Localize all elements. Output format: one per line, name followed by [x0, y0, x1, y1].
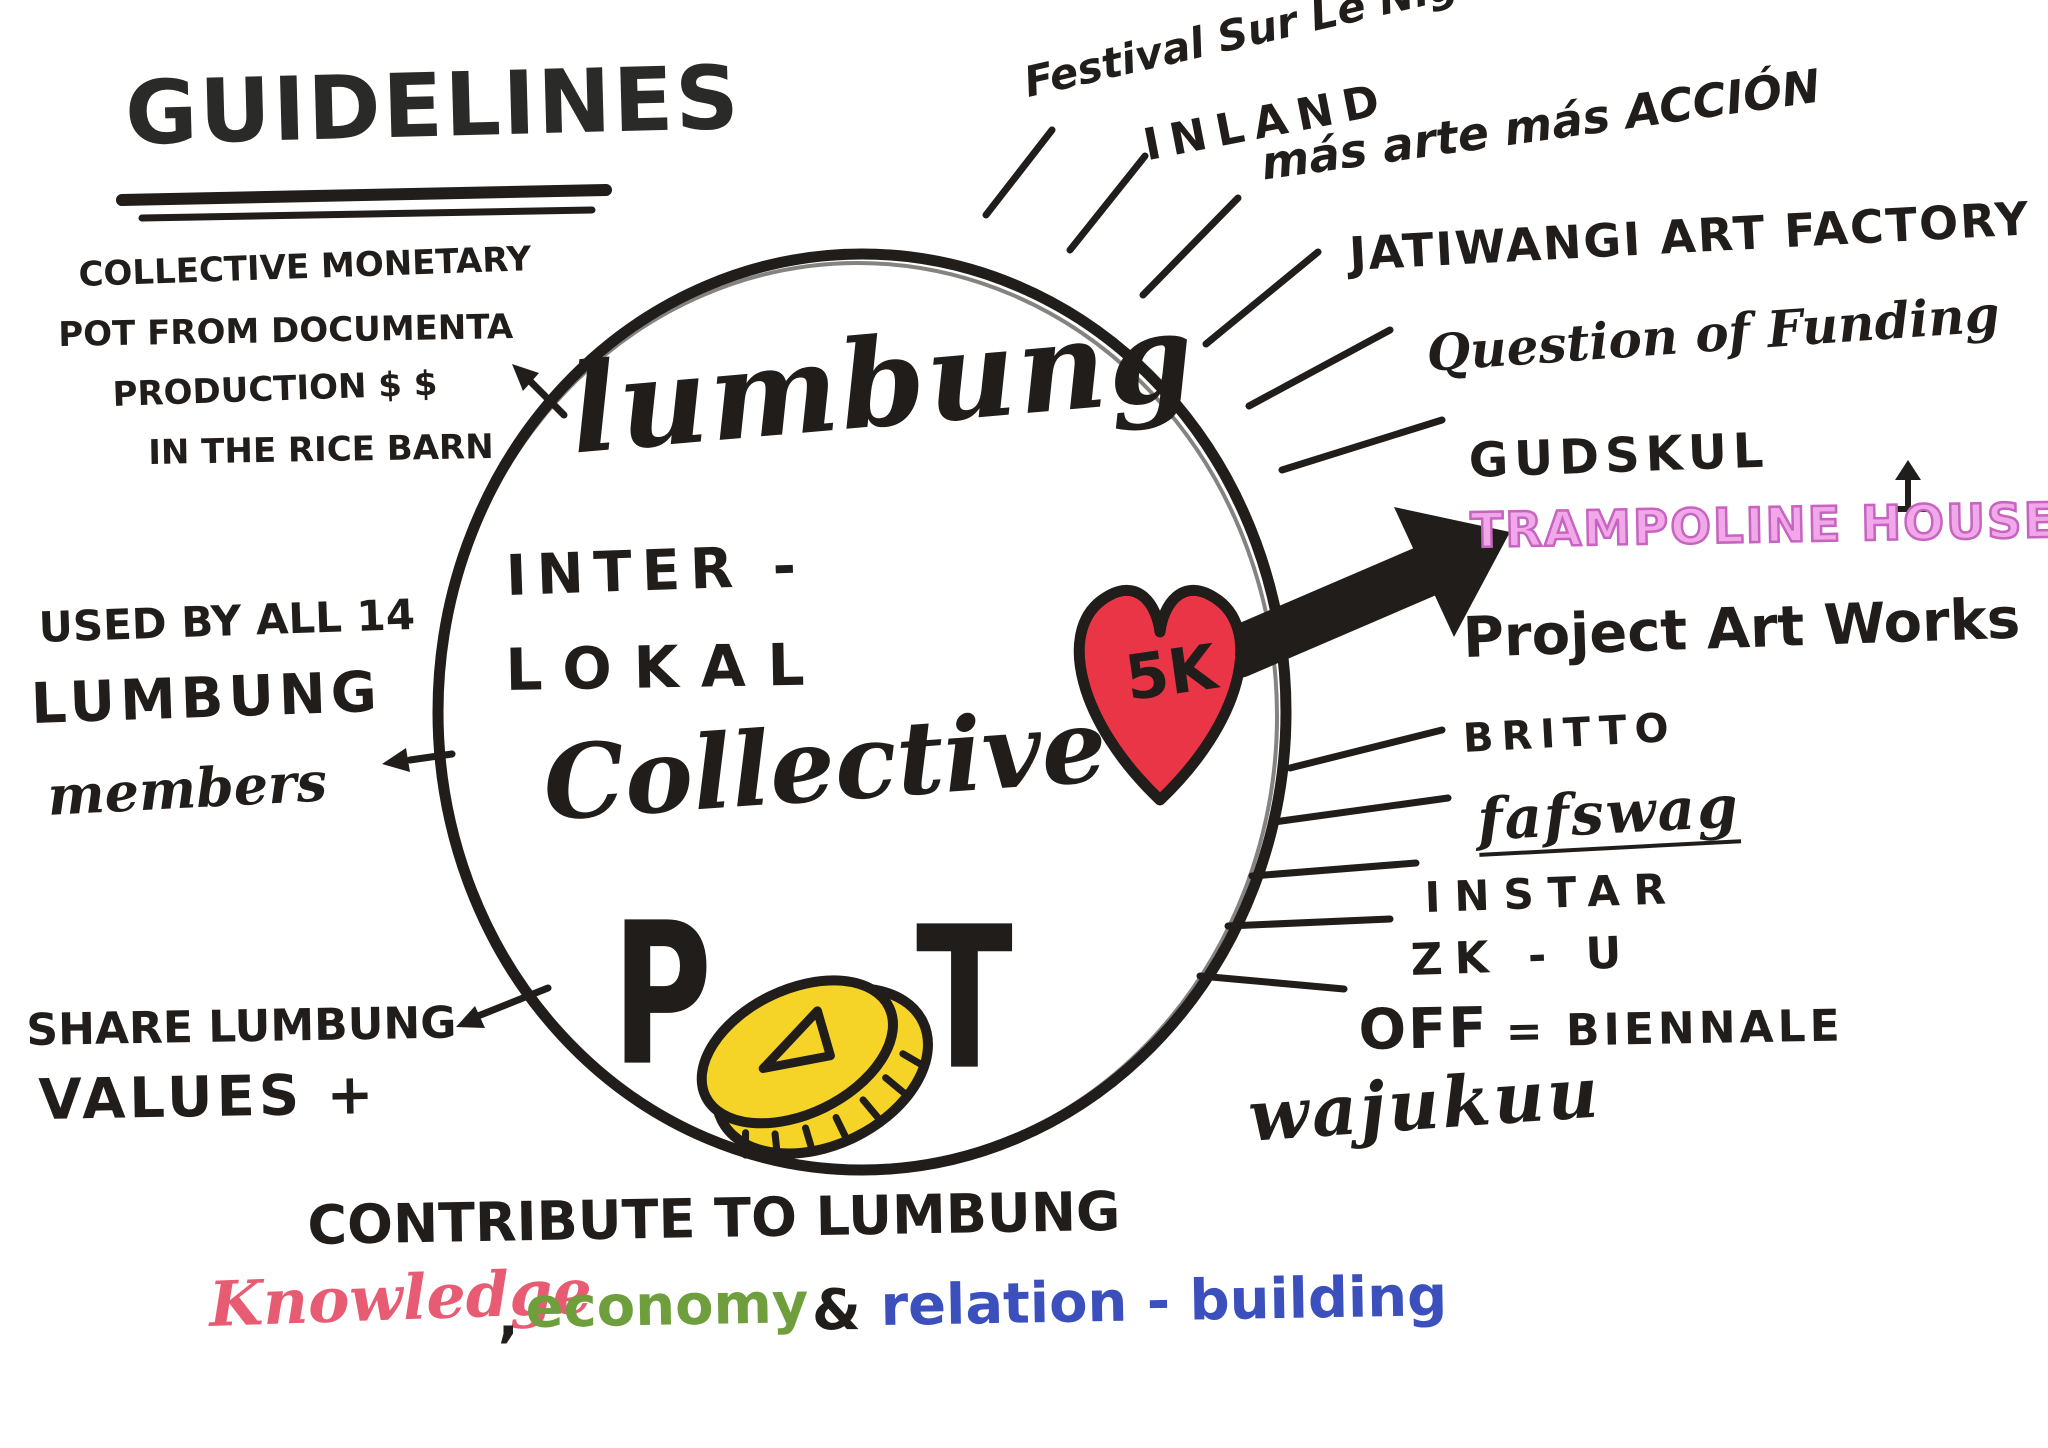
coin-icon: [696, 975, 933, 1161]
bounce-arrow-icon: [1887, 460, 1929, 512]
contribute-heading: CONTRIBUTE TO LUMBUNG: [306, 1179, 1121, 1257]
spoke-line: [1224, 915, 1394, 930]
note-line: POT FROM DOCUMENTA: [57, 307, 514, 355]
big-arrow-icon: [1212, 507, 1510, 678]
member-label: OFF = BIENNALE: [1357, 994, 1845, 1063]
spoke-line: [1278, 416, 1446, 474]
arrow-upleft-icon: [512, 364, 568, 419]
heart-icon: [1073, 584, 1247, 806]
member-label: BRITTO: [1461, 704, 1678, 762]
collective-pot-circle: [432, 248, 1292, 1176]
spoke-line: [1248, 859, 1420, 880]
member-label: fafswag: [1476, 772, 1742, 857]
contribute-ampersand: &: [812, 1278, 861, 1343]
title-underline: [116, 184, 612, 222]
pot-letter-t: T: [916, 884, 1013, 1114]
spoke-line: [1245, 326, 1394, 410]
pot-letter-p: P: [612, 880, 713, 1110]
note-line: IN THE RICE BARN: [147, 426, 494, 473]
spoke-line: [1196, 972, 1348, 993]
spoke-line: [1270, 794, 1452, 826]
arrow-downleft-icon: [456, 984, 552, 1028]
member-label: TRAMPOLINE HOUSE: [1469, 491, 2048, 560]
member-label: GUDSKUL: [1467, 422, 1771, 489]
page-title: GUIDELINES: [123, 45, 742, 165]
spoke-line: [1066, 152, 1149, 254]
note-line: members: [45, 749, 329, 828]
member-label-off: OFF: [1357, 995, 1490, 1063]
interlokal-line1: INTER -: [504, 533, 807, 609]
heart-amount: 5K: [1120, 630, 1222, 716]
member-label: INSTAR: [1423, 864, 1681, 922]
contribute-comma: ,: [498, 1286, 519, 1349]
note-line: SHARE LUMBUNG: [25, 997, 457, 1056]
member-label: ZK - U: [1409, 927, 1635, 986]
interlokal-line2: LOKAL: [504, 630, 828, 704]
spoke-line: [1286, 726, 1446, 772]
guideline-arrows: [382, 364, 568, 1028]
arrow-left-icon: [382, 748, 456, 772]
spoke-line: [1139, 194, 1242, 299]
member-spokes: [982, 126, 1452, 993]
spoke-line: [982, 126, 1056, 219]
contribute-economy: economy: [524, 1271, 809, 1341]
contribute-relation: relation - building: [879, 1264, 1448, 1339]
member-label-biennale: = BIENNALE: [1505, 1000, 1845, 1058]
spoke-line: [1202, 248, 1322, 348]
note-line: VALUES +: [37, 1062, 379, 1133]
note-line: LUMBUNG: [29, 659, 383, 737]
